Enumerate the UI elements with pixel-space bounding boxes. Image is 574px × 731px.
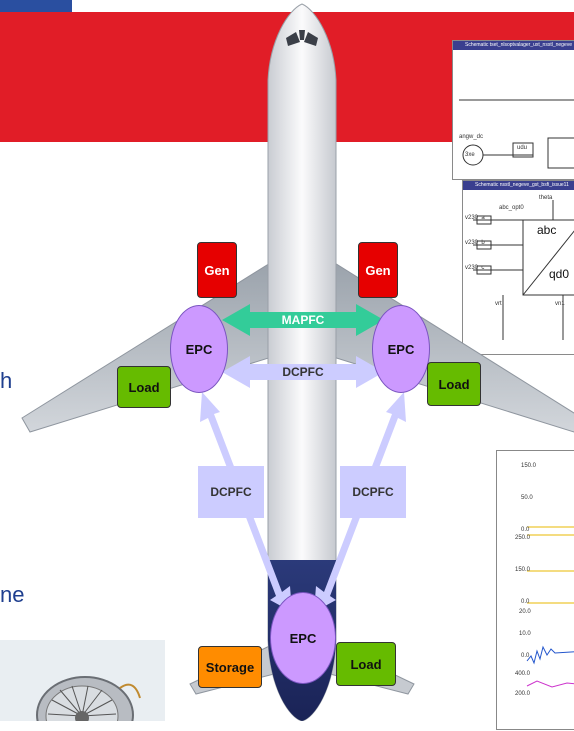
epc-right: EPC	[372, 305, 430, 393]
mapfc-label: MAPFC	[262, 310, 344, 330]
dcpfc-right-label: DCPFC	[340, 466, 406, 518]
load-right: Load	[427, 362, 481, 406]
epc-bottom: EPC	[270, 592, 336, 684]
generator-right: Gen	[358, 242, 398, 298]
dcpfc-top-label: DCPFC	[262, 362, 344, 382]
storage-box: Storage	[198, 646, 262, 688]
load-left: Load	[117, 366, 171, 408]
epc-left: EPC	[170, 305, 228, 393]
dcpfc-left-label: DCPFC	[198, 466, 264, 518]
load-bottom: Load	[336, 642, 396, 686]
generator-left: Gen	[197, 242, 237, 298]
